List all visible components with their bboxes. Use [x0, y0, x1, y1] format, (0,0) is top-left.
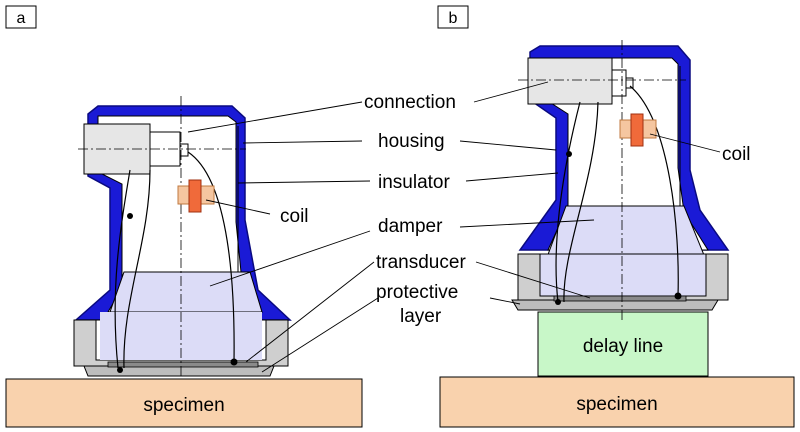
label-coil-a: coil: [280, 206, 309, 227]
specimen-label-a: specimen: [143, 395, 224, 416]
specimen-label-b: specimen: [576, 394, 657, 415]
leader-protective-a: [261, 297, 379, 373]
specimen-block-a: [5, 378, 363, 428]
panel-b: b specimen delay line: [437, 5, 795, 428]
connector-pin-b: [625, 77, 634, 89]
label-transducer: transducer: [376, 252, 466, 273]
solder-dot-b2: [674, 292, 682, 300]
solder-dot-a2: [230, 358, 238, 366]
leader-lines: [187, 81, 721, 373]
solder-dot-a3: [117, 367, 123, 373]
leader-connection-b: [473, 81, 549, 103]
wire-b3: [629, 85, 679, 297]
transducer-a: [107, 361, 259, 368]
delay-line-label: delay line: [583, 336, 663, 357]
leader-insulator-b: [465, 172, 559, 182]
specimen-block-b: [439, 376, 795, 428]
labels: connection housing insulator coil coil d…: [280, 92, 751, 327]
leader-damper-b: [459, 219, 595, 228]
panel-a: a specimen: [5, 5, 363, 428]
wire-b2: [563, 101, 599, 303]
leader-connection-a: [187, 101, 363, 133]
delay-line-block: [537, 311, 709, 377]
leader-insulator-a: [237, 180, 371, 184]
label-protective: protective: [376, 282, 458, 303]
connector-b: [527, 57, 613, 105]
label-coil-b: coil: [722, 144, 751, 165]
label-connection: connection: [364, 92, 456, 113]
leader-damper-a: [209, 230, 371, 287]
leader-housing-b: [459, 140, 557, 151]
leader-transducer-b: [475, 261, 591, 299]
protective-layer-b: [511, 299, 719, 311]
coil-b: [630, 113, 644, 147]
label-insulator: insulator: [378, 172, 450, 193]
coil-a: [188, 179, 202, 213]
wire-a2: [123, 169, 151, 369]
leader-housing-a: [242, 140, 363, 144]
leader-coil-a: [205, 199, 271, 215]
transducer-b: [553, 295, 687, 302]
solder-dot-a1: [127, 213, 133, 219]
damper-a: [109, 271, 263, 313]
wire-a3: [187, 151, 235, 363]
label-layer: layer: [400, 306, 442, 327]
panel-b-box: [437, 5, 469, 29]
solder-dot-b1: [566, 151, 572, 157]
panel-a-label: a: [17, 10, 26, 27]
panel-a-box: [5, 5, 37, 29]
solder-dot-b3: [555, 299, 561, 305]
panel-b-label: b: [449, 10, 458, 27]
connector-plug-b: [611, 69, 627, 97]
wire-a1: [114, 169, 131, 369]
protective-layer-a: [83, 365, 275, 377]
leader-coil-b: [649, 133, 721, 153]
connector-pin-a: [179, 143, 189, 157]
leader-protective-b: [489, 297, 521, 305]
label-housing: housing: [378, 131, 445, 152]
label-damper: damper: [378, 216, 443, 237]
leader-transducer-a: [245, 261, 375, 363]
wire-b1: [555, 101, 581, 303]
